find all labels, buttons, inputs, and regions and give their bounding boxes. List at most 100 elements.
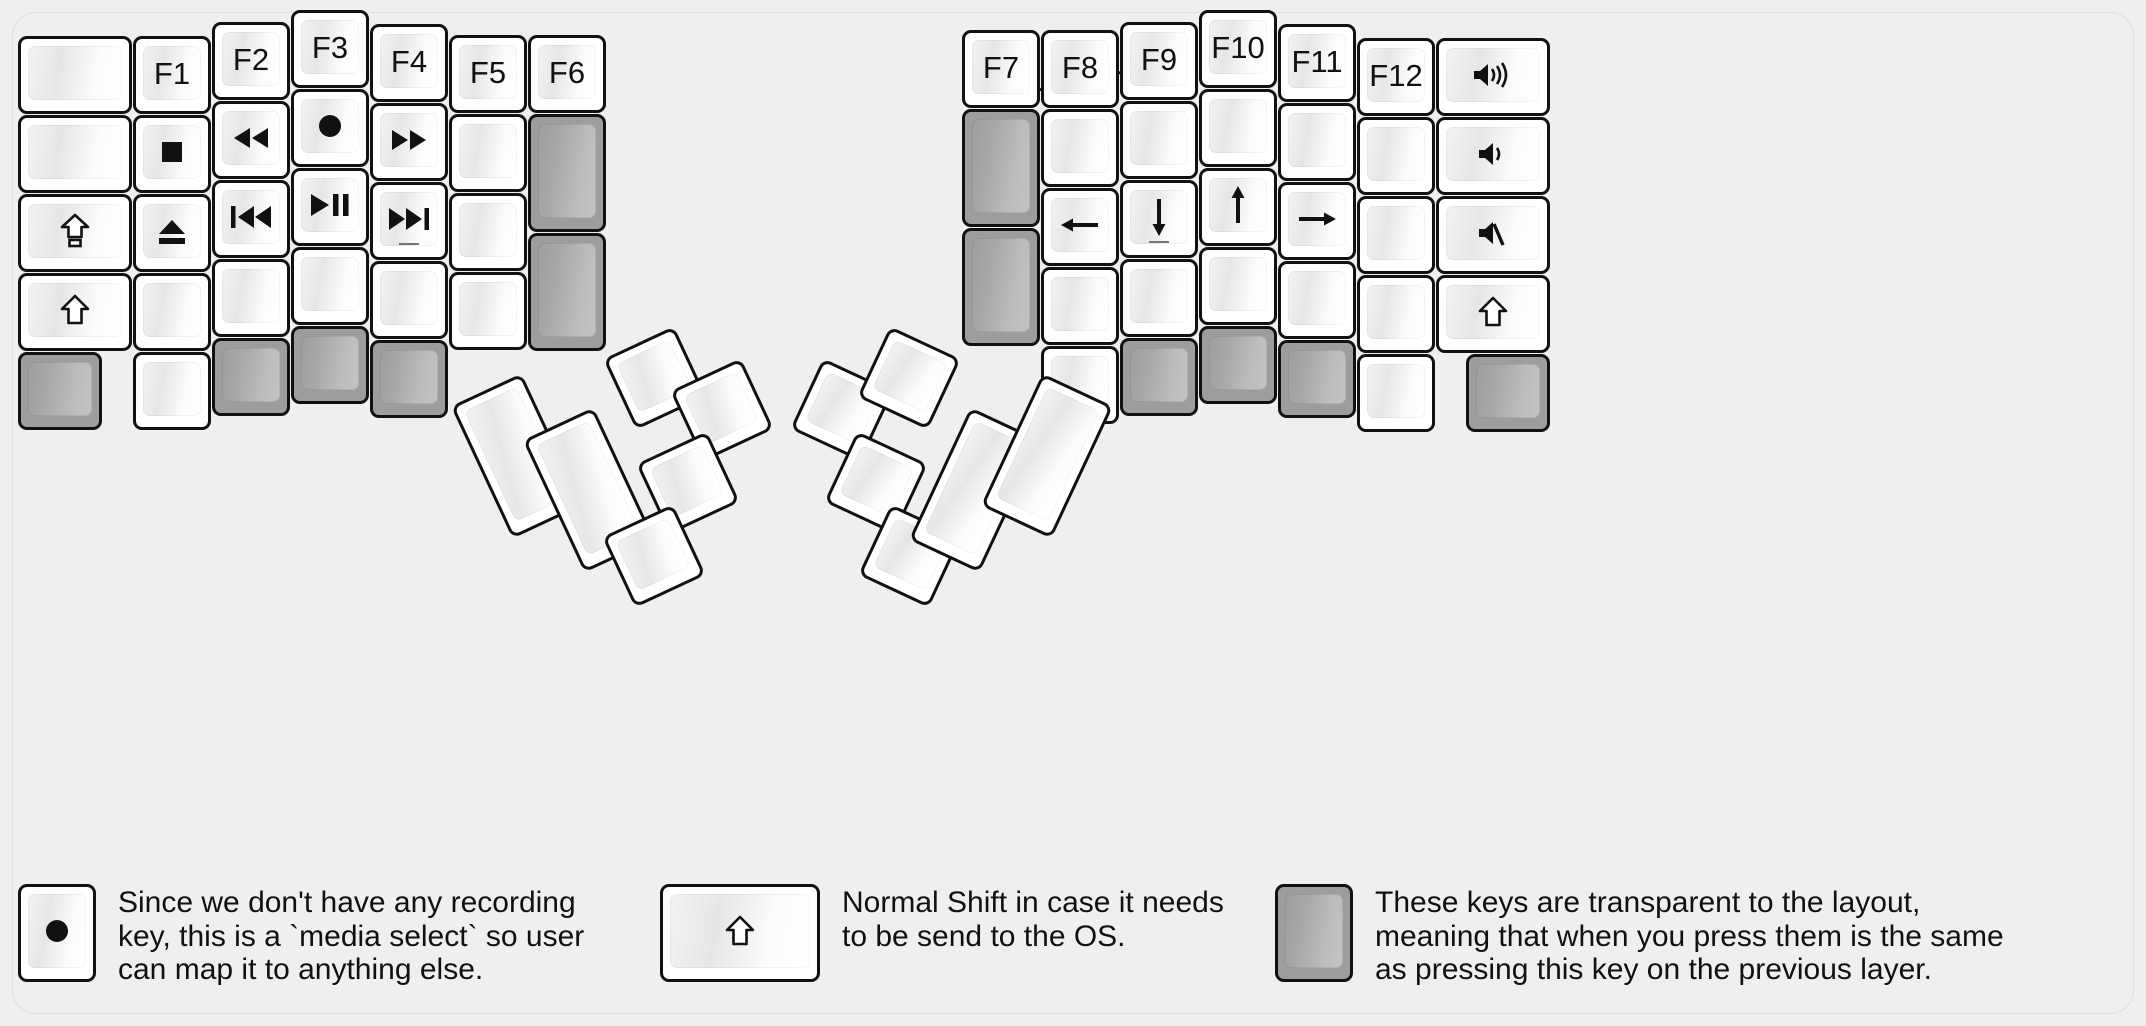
- left-col-f6-key-2[interactable]: [528, 114, 606, 232]
- left-col-outer-left-key-2[interactable]: [18, 115, 132, 193]
- keycap-face: [1051, 277, 1109, 331]
- right-col-f8-key-2[interactable]: [1041, 109, 1119, 187]
- left-col-f4-key-1[interactable]: F4: [370, 24, 448, 102]
- arrow-up-icon: [1202, 171, 1274, 243]
- keycap-face: [380, 34, 438, 88]
- keycap-face: [459, 124, 517, 178]
- right-col-f9-key-4[interactable]: [1120, 259, 1198, 337]
- fast-forward-icon: [373, 106, 445, 178]
- shift-icon: [21, 276, 129, 348]
- keycap-face: [459, 282, 517, 336]
- right-col-f11-key-1[interactable]: F11: [1278, 24, 1356, 102]
- keycap-face: [222, 32, 280, 86]
- left-col-f5-key-1[interactable]: F5: [449, 35, 527, 113]
- right-col-f9-key-5[interactable]: [1120, 338, 1198, 416]
- right-col-f11-key-3[interactable]: [1278, 182, 1356, 260]
- keycap-face: [538, 124, 596, 218]
- keycap-face: [1367, 48, 1425, 102]
- keycap-blank: [1123, 104, 1195, 176]
- keycap-blank: [136, 276, 208, 348]
- legend-text-transparent: These keys are transparent to the layout…: [1375, 886, 2004, 987]
- left-col-f5-key-2[interactable]: [449, 114, 527, 192]
- left-col-f1-key-4[interactable]: [133, 273, 211, 351]
- right-col-f10-key-1[interactable]: F10: [1199, 10, 1277, 88]
- keycap-blank: [21, 39, 129, 111]
- left-col-f2-key-1[interactable]: F2: [212, 22, 290, 100]
- left-col-f3-key-3[interactable]: [291, 168, 369, 246]
- keycap-blank: [21, 355, 99, 427]
- right-col-f9-key-3[interactable]: [1120, 180, 1198, 258]
- left-col-outer-left-key-1[interactable]: [18, 36, 132, 114]
- right-col-outer-right-key-3[interactable]: [1436, 196, 1550, 274]
- left-col-f3-key-4[interactable]: [291, 247, 369, 325]
- left-col-f4-key-5[interactable]: [370, 340, 448, 418]
- right-col-f12-key-1[interactable]: F12: [1357, 38, 1435, 116]
- right-col-outer-right-key-5[interactable]: [1466, 354, 1550, 432]
- keycap-face: [1367, 127, 1425, 181]
- left-col-f2-key-3[interactable]: [212, 180, 290, 258]
- record-icon: [21, 887, 93, 979]
- right-col-f10-key-5[interactable]: [1199, 326, 1277, 404]
- left-col-f4-key-3[interactable]: [370, 182, 448, 260]
- keycap-blank: [965, 112, 1037, 224]
- right-col-outer-right-key-4[interactable]: [1436, 275, 1550, 353]
- keycap-face: [1288, 34, 1346, 88]
- keycap-face: [380, 350, 438, 404]
- right-col-f9-key-2[interactable]: [1120, 101, 1198, 179]
- right-col-f10-key-3[interactable]: [1199, 168, 1277, 246]
- left-col-f2-key-2[interactable]: [212, 101, 290, 179]
- keycap-face: [538, 45, 596, 99]
- right-col-outer-right-key-2[interactable]: [1436, 117, 1550, 195]
- right-col-f8-key-4[interactable]: [1041, 267, 1119, 345]
- right-col-f9-key-1[interactable]: F9: [1120, 22, 1198, 100]
- right-col-f8-key-1[interactable]: F8: [1041, 30, 1119, 108]
- left-col-f4-key-4[interactable]: [370, 261, 448, 339]
- right-col-f12-key-3[interactable]: [1357, 196, 1435, 274]
- left-col-f3-key-2[interactable]: [291, 89, 369, 167]
- keycap-legend-text: F9: [1140, 41, 1178, 77]
- right-col-f7-key-3[interactable]: [962, 228, 1040, 346]
- right-col-f7-key-1[interactable]: F7: [962, 30, 1040, 108]
- left-col-f2-key-5[interactable]: [212, 338, 290, 416]
- right-col-outer-right-key-1[interactable]: [1436, 38, 1550, 116]
- prev-track-icon: [215, 183, 287, 255]
- left-col-f3-key-5[interactable]: [291, 326, 369, 404]
- keycap-blank: [1360, 278, 1432, 350]
- left-col-f1-key-3[interactable]: [133, 194, 211, 272]
- play-pause-icon: [294, 171, 366, 243]
- volume-up-icon: [1439, 41, 1547, 113]
- left-col-outer-left-key-3[interactable]: [18, 194, 132, 272]
- right-col-f11-key-2[interactable]: [1278, 103, 1356, 181]
- left-col-f5-key-4[interactable]: [449, 272, 527, 350]
- right-col-f11-key-5[interactable]: [1278, 340, 1356, 418]
- left-col-f3-key-1[interactable]: F3: [291, 10, 369, 88]
- left-col-f5-key-3[interactable]: [449, 193, 527, 271]
- left-col-f1-key-2[interactable]: [133, 115, 211, 193]
- keycap-blank: [21, 118, 129, 190]
- keycap-blank: [1044, 112, 1116, 184]
- right-col-f8-key-3[interactable]: [1041, 188, 1119, 266]
- keycap-face: [1209, 20, 1267, 74]
- right-col-f12-key-5[interactable]: [1357, 354, 1435, 432]
- keycap-legend-text: F2: [232, 41, 270, 77]
- left-col-f2-key-4[interactable]: [212, 259, 290, 337]
- keycap-blank: [965, 231, 1037, 343]
- keycap-face: [1209, 336, 1267, 390]
- right-col-f10-key-2[interactable]: [1199, 89, 1277, 167]
- keycap-face: [301, 336, 359, 390]
- left-col-outer-left-key-5[interactable]: [18, 352, 102, 430]
- legend-keycap-normal-shift: [660, 884, 820, 982]
- left-col-f1-key-5[interactable]: [133, 352, 211, 430]
- left-col-outer-left-key-4[interactable]: [18, 273, 132, 351]
- left-col-f6-key-1[interactable]: F6: [528, 35, 606, 113]
- right-col-f10-key-4[interactable]: [1199, 247, 1277, 325]
- right-col-f7-key-2[interactable]: [962, 109, 1040, 227]
- left-col-f6-key-3[interactable]: [528, 233, 606, 351]
- keycap-blank: [1360, 120, 1432, 192]
- left-col-f4-key-2[interactable]: [370, 103, 448, 181]
- right-col-f12-key-4[interactable]: [1357, 275, 1435, 353]
- left-col-f1-key-1[interactable]: F1: [133, 36, 211, 114]
- right-col-f11-key-4[interactable]: [1278, 261, 1356, 339]
- right-col-f12-key-2[interactable]: [1357, 117, 1435, 195]
